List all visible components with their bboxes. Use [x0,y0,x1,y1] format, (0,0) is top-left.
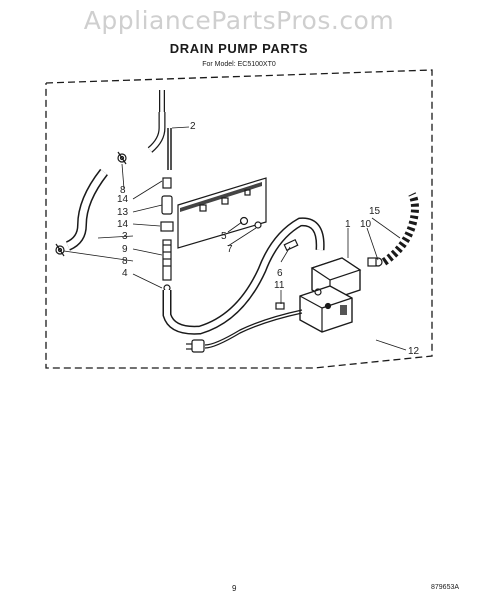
outlet-hose [162,217,325,335]
leader-lines [63,126,407,351]
drain-hose-part [65,168,108,251]
callout-1: 1 [345,219,351,230]
callout-8-lower: 8 [122,256,128,267]
hose-clamp-lower [55,243,65,257]
document-code: 879653A [431,584,460,591]
callout-9: 9 [122,244,128,255]
callout-6: 6 [277,268,283,279]
callout-4: 4 [122,268,128,279]
callout-3: 3 [122,231,128,242]
drain-tube-part [147,90,172,170]
mounting-bracket [177,177,267,249]
callout-5: 5 [221,231,227,242]
callout-2: 2 [190,121,196,132]
callout-13: 13 [117,207,129,218]
callout-15: 15 [369,206,381,217]
power-cord [186,309,303,353]
callout-10: 10 [360,219,372,230]
page-number: 9 [232,584,237,593]
small-fittings [275,238,299,310]
hose-clamp-upper [117,151,127,165]
callout-14-upper: 14 [117,194,129,205]
callout-12: 12 [408,346,420,357]
drain-pump-body [299,257,362,333]
page-title: DRAIN PUMP PARTS [169,41,309,56]
dashed-border [45,69,433,369]
callout-11: 11 [274,280,285,291]
hose-connector [367,257,383,267]
dashed-hose-part [381,192,419,266]
watermark: AppliancePartsPros.com [83,6,395,35]
callout-8-upper: 8 [120,185,126,196]
callout-14-lower: 14 [117,219,129,230]
model-subtitle: For Model: EC5100XT0 [202,61,276,68]
fitting-parts [239,216,262,229]
check-valve-assembly [160,177,174,292]
callout-7: 7 [227,244,233,255]
